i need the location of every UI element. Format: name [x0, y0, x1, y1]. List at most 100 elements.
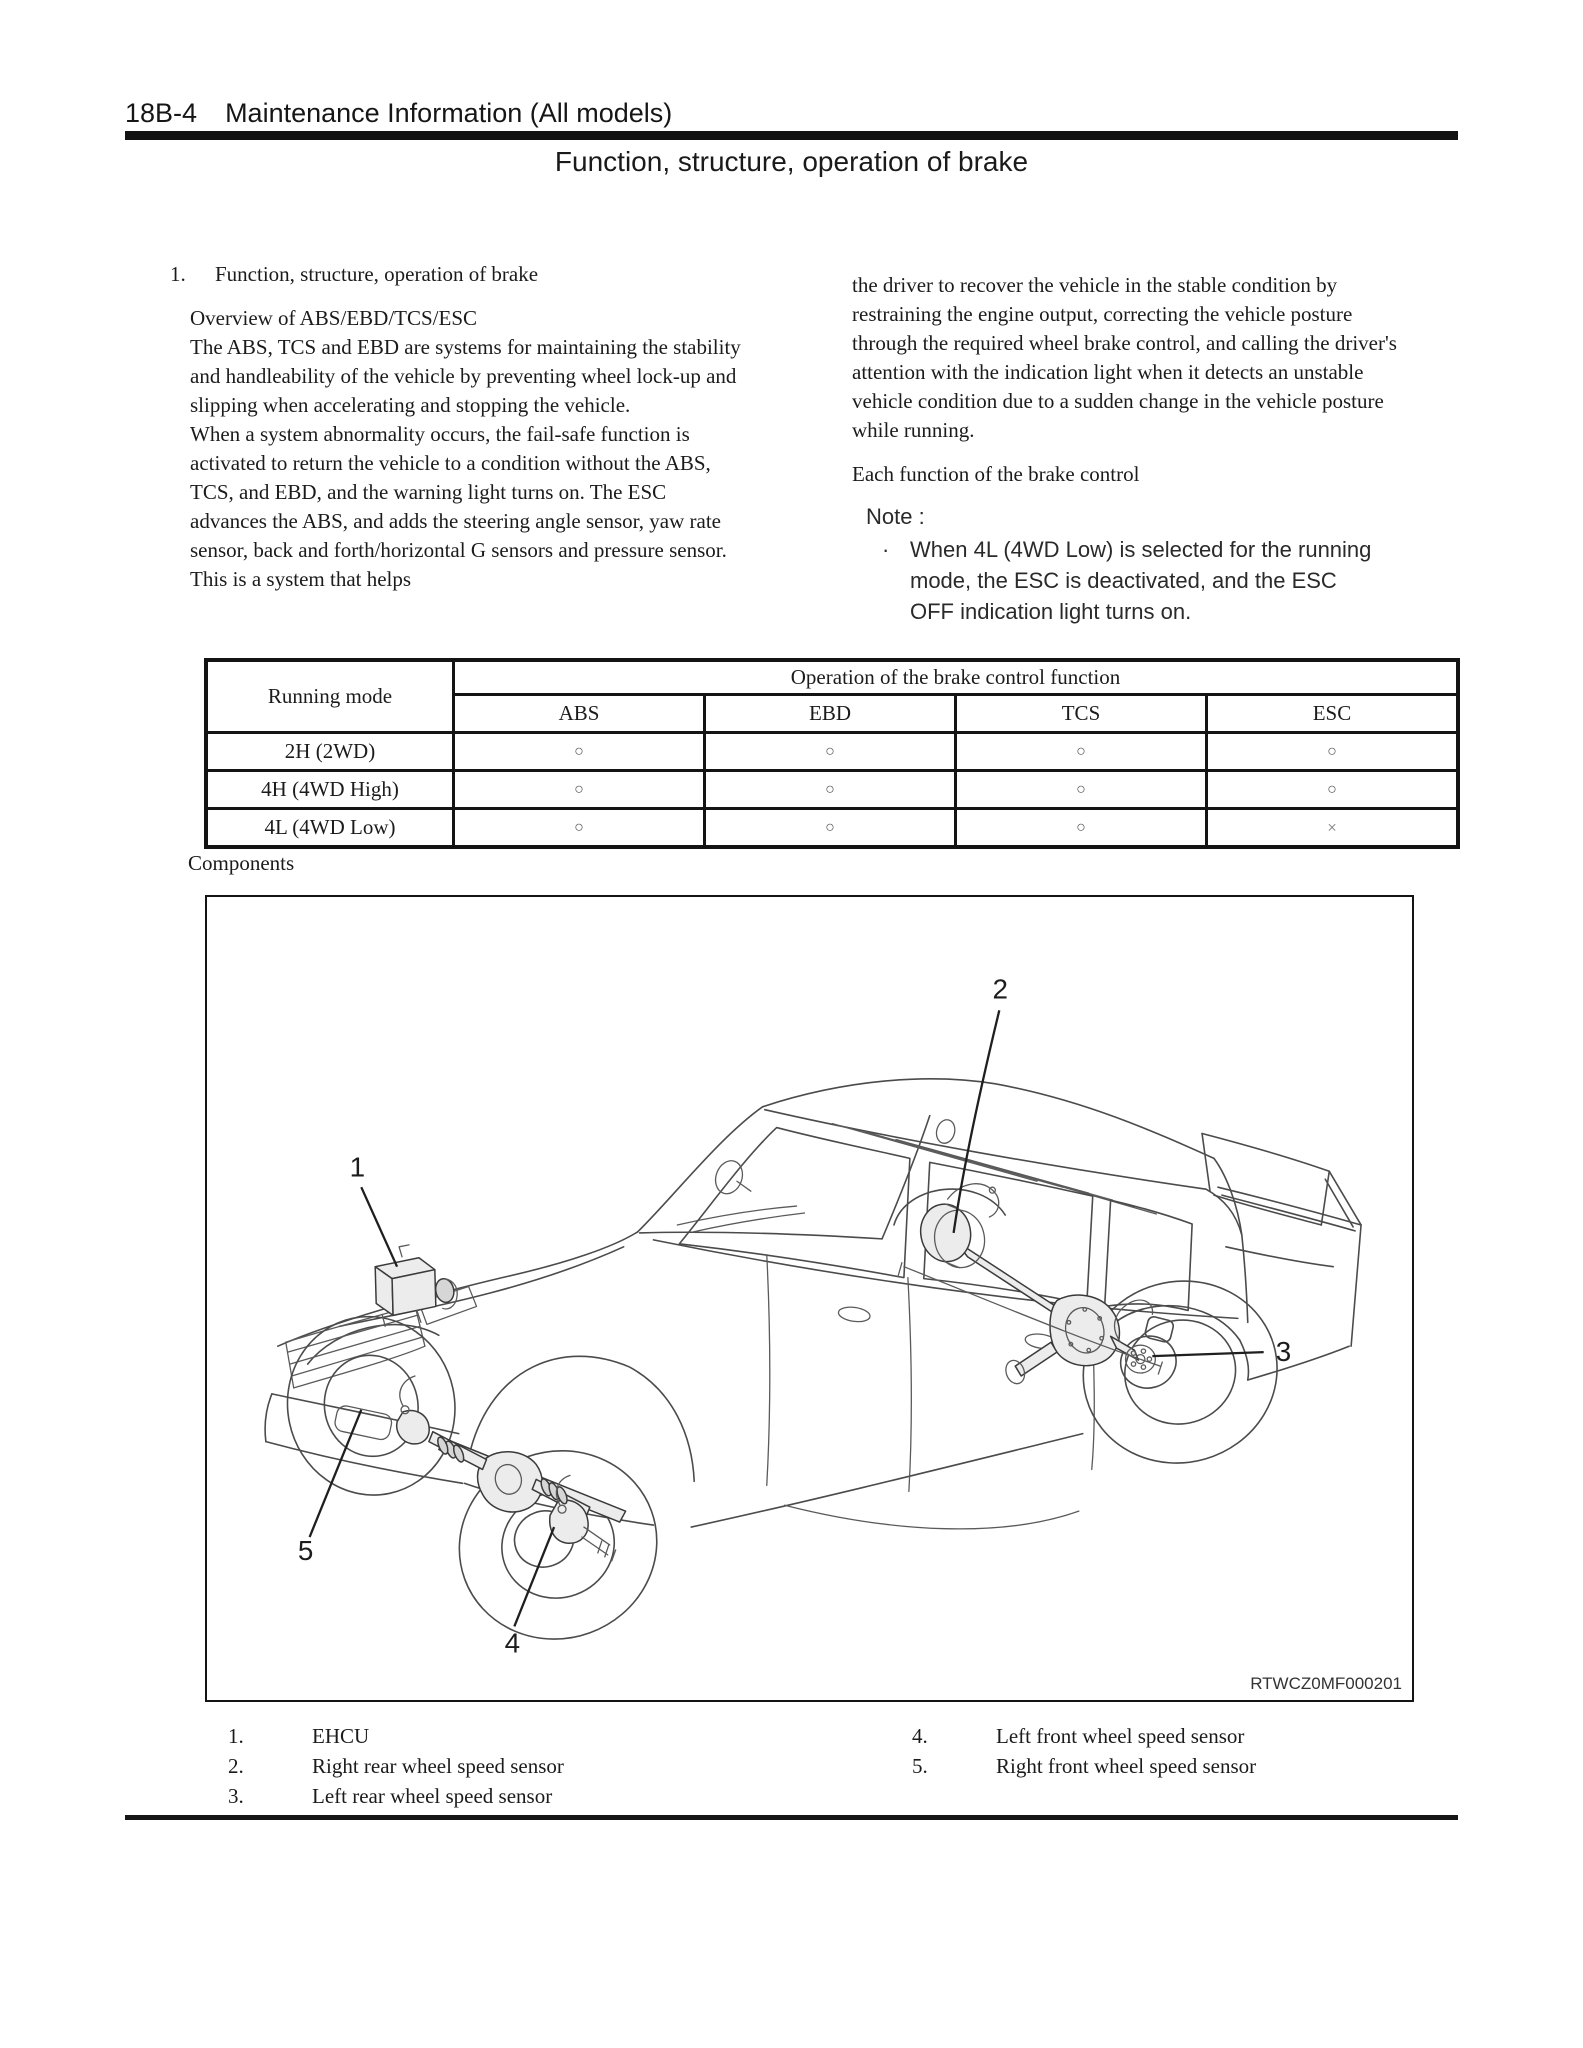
brake-function-table: Running mode Operation of the brake cont…	[204, 658, 1460, 849]
table-col-header-esc: ESC	[1205, 693, 1460, 734]
table-row: 4L (4WD Low) ○ ○ ○ ×	[204, 807, 1460, 849]
table-cell: ○	[703, 731, 957, 772]
legend-item: 2. Right rear wheel speed sensor	[228, 1754, 564, 1784]
legend-label: Right rear wheel speed sensor	[312, 1754, 564, 1778]
callout-leader-4	[513, 1526, 556, 1627]
callout-number-5: 5	[298, 1535, 313, 1566]
right-paragraph-2: Each function of the brake control	[852, 462, 1140, 486]
right-column: the driver to recover the vehicle in the…	[852, 271, 1420, 627]
note-label: Note :	[866, 504, 925, 529]
legend-number: 2.	[228, 1754, 244, 1778]
section-number: 1.	[170, 262, 186, 286]
ehcu-details	[381, 1244, 458, 1327]
header-rule	[125, 131, 1458, 140]
front-axle-details	[399, 1375, 617, 1562]
page-header: 18B-4 Maintenance Information (All models…	[125, 98, 672, 129]
table-col-header-abs: ABS	[452, 693, 706, 734]
legend-item: 4. Left front wheel speed sensor	[912, 1724, 1244, 1754]
section-heading: Function, structure, operation of brake	[215, 262, 539, 286]
legend-number: 4.	[912, 1724, 928, 1748]
table-row: 2H (2WD) ○ ○ ○ ○	[204, 731, 1460, 772]
callout-number-4: 4	[505, 1627, 520, 1658]
legend-item: 5. Right front wheel speed sensor	[912, 1754, 1256, 1784]
legend-label: Left rear wheel speed sensor	[312, 1784, 553, 1808]
table-cell: ○	[954, 769, 1208, 810]
legend-item: 3. Left rear wheel speed sensor	[228, 1784, 552, 1814]
note-text: When 4L (4WD Low) is selected for the ru…	[910, 537, 1372, 624]
front-differential	[476, 1451, 543, 1513]
left-front-knuckle	[548, 1499, 589, 1544]
table-row-mode: 4L (4WD Low)	[204, 807, 455, 849]
table-cell: ○	[954, 807, 1208, 849]
table-header-running-mode: Running mode	[204, 658, 455, 734]
table-cell: ○	[1205, 731, 1460, 772]
rear-left-wheel	[1082, 1280, 1278, 1464]
table-row-mode: 4H (4WD High)	[204, 769, 455, 810]
callout-leader-3	[1152, 1351, 1264, 1358]
table-row-mode: 2H (2WD)	[204, 731, 455, 772]
front-axle-assembly	[395, 1409, 627, 1544]
ehcu-motor	[434, 1277, 455, 1304]
rear-axle-assembly	[919, 1203, 1140, 1377]
table-cell: ○	[452, 807, 706, 849]
left-paragraph-1: The ABS, TCS and EBD are systems for mai…	[190, 335, 741, 417]
callout-leaders	[308, 1010, 1264, 1627]
header-section-code: 18B-4	[125, 98, 198, 128]
legend-label: Left front wheel speed sensor	[996, 1724, 1245, 1748]
callout-leader-5	[308, 1409, 363, 1538]
table-col-header-tcs: TCS	[954, 693, 1208, 734]
fuel-cap	[1144, 1316, 1175, 1343]
header-title: Maintenance Information (All models)	[225, 98, 673, 128]
ehcu-unit	[374, 1257, 455, 1317]
door-handle	[837, 1306, 871, 1323]
table-cell: ○	[703, 769, 957, 810]
right-rear-speed-sensor	[988, 1186, 996, 1194]
propeller-shaft	[1014, 1341, 1058, 1377]
left-front-speed-sensor-wire	[555, 1474, 571, 1506]
figure-code: RTWCZ0MF000201	[1250, 1674, 1402, 1693]
truck-diagram: 1 2 3 4 5	[264, 973, 1362, 1658]
windshield	[676, 1205, 806, 1233]
legend-number: 1.	[228, 1724, 244, 1748]
table-cell: ○	[703, 807, 957, 849]
callout-number-2: 2	[993, 973, 1008, 1004]
callout-leader-2	[952, 1010, 1001, 1234]
rear-axle-tube	[954, 1240, 1066, 1322]
roof-ribs	[831, 1122, 1157, 1215]
table-row: 4H (4WD High) ○ ○ ○ ○	[204, 769, 1460, 810]
callout-leader-1	[360, 1186, 399, 1268]
table-cell: ○	[1205, 769, 1460, 810]
right-front-knuckle	[395, 1409, 430, 1445]
left-rear-speed-sensor-wire	[1113, 1299, 1154, 1343]
legend-number: 3.	[228, 1784, 244, 1808]
legend-item: 1. EHCU	[228, 1724, 369, 1754]
note-bullet-icon: ·	[882, 537, 890, 562]
fog-lamp	[334, 1405, 393, 1441]
right-front-speed-sensor	[400, 1405, 410, 1415]
cv-boots	[437, 1436, 568, 1505]
overview-subheading: Overview of ABS/EBD/TCS/ESC	[190, 306, 478, 330]
left-column: Overview of ABS/EBD/TCS/ESC The ABS, TCS…	[190, 304, 742, 594]
components-figure: 1 2 3 4 5 RTWCZ0MF000201	[205, 895, 1414, 1702]
table-cell: ×	[1205, 807, 1460, 849]
legend-label: EHCU	[312, 1724, 370, 1748]
right-rear-brake-drum	[919, 1203, 972, 1263]
front-right-wheel	[286, 1315, 456, 1496]
left-paragraph-2: When a system abnormality occurs, the fa…	[190, 422, 727, 591]
note-block: Note : · When 4L (4WD Low) is selected f…	[852, 501, 1420, 627]
legend-number: 5.	[912, 1754, 928, 1778]
left-front-speed-sensor	[557, 1504, 567, 1514]
callout-number-1: 1	[350, 1151, 365, 1182]
table-col-header-ebd: EBD	[703, 693, 957, 734]
note-item: · When 4L (4WD Low) is selected for the …	[852, 534, 1420, 627]
table-cell: ○	[452, 731, 706, 772]
legend-label: Right front wheel speed sensor	[996, 1754, 1257, 1778]
side-mirror	[935, 1119, 956, 1144]
components-label: Components	[188, 851, 295, 875]
right-front-speed-sensor-wire	[399, 1375, 416, 1407]
table-group-header: Operation of the brake control function	[452, 658, 1460, 696]
side-mirror	[714, 1160, 744, 1195]
right-paragraph-1: the driver to recover the vehicle in the…	[852, 273, 1397, 442]
table-cell: ○	[452, 769, 706, 810]
